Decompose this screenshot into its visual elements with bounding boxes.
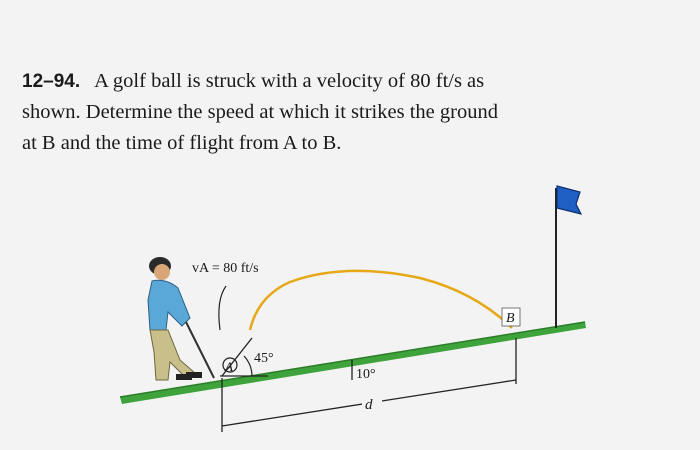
- problem-statement: 12–94. A golf ball is struck with a veloc…: [22, 66, 692, 159]
- angle-label-45: 45°: [254, 351, 274, 366]
- golfer-head: [154, 264, 170, 280]
- ground-slope: [120, 322, 586, 404]
- slope-angle-label: 10°: [356, 367, 376, 382]
- velocity-label: vA = 80 ft/s: [192, 261, 259, 276]
- point-b-box: [501, 307, 521, 327]
- ground-edge: [119, 321, 586, 398]
- golfer-figure: [147, 257, 215, 381]
- problem-line-1: A golf ball is struck with a velocity of…: [94, 70, 485, 92]
- golfer-shoe-left: [176, 374, 192, 380]
- golfer-shirt: [147, 279, 191, 331]
- distance-label: d: [365, 397, 373, 413]
- velocity-pointer: [218, 285, 227, 331]
- point-a-label: A: [224, 359, 233, 374]
- angle-arc-45: [243, 355, 253, 377]
- golfer-pants: [149, 329, 197, 381]
- ball-trajectory: [248, 269, 513, 331]
- golf-club: [185, 321, 215, 379]
- dimension-label-bg: [362, 392, 382, 414]
- point-a-marker: [222, 357, 238, 373]
- flag-icon: [556, 185, 583, 215]
- problem-line-3: at B and the time of flight from A to B.: [22, 132, 342, 154]
- problem-number: 12–94.: [22, 71, 81, 92]
- problem-line-2: shown. Determine the speed at which it s…: [22, 101, 498, 123]
- launch-direction-line: [221, 337, 253, 377]
- golfer-shoe-right: [186, 372, 202, 378]
- point-b-label: B: [506, 311, 515, 326]
